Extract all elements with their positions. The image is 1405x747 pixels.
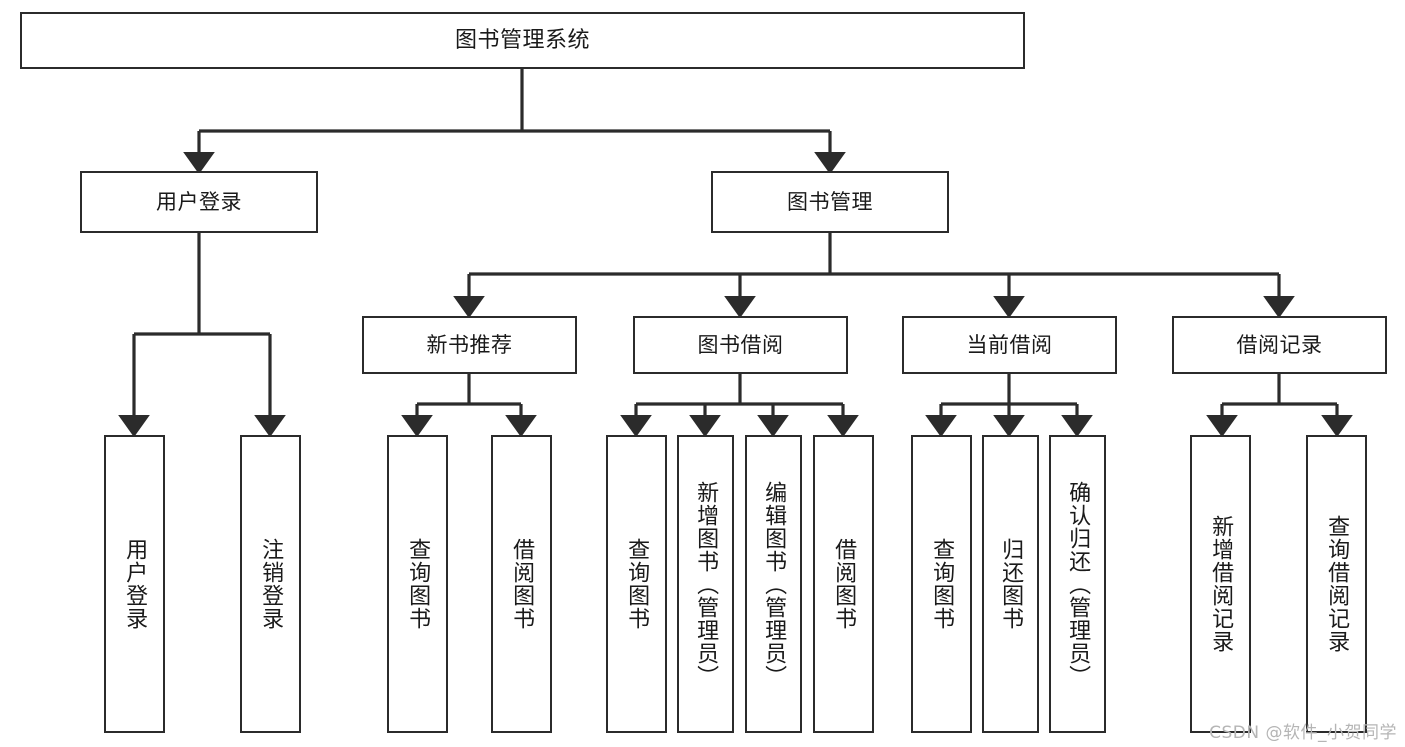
- node-leaf-edit-book-admin-label: 编辑图书（管理员）: [761, 480, 787, 688]
- node-leaf-return-book-label: 归还图书: [998, 538, 1024, 630]
- node-leaf-query-borrow-record-label: 查询借阅记录: [1324, 515, 1350, 653]
- node-leaf-add-book-admin-label: 新增图书（管理员）: [693, 480, 719, 688]
- node-leaf-user-login-label: 用户登录: [122, 538, 148, 630]
- node-book-borrowing[interactable]: 图书借阅: [633, 316, 848, 374]
- csdn-watermark: CSDN @软件_小贺同学: [1209, 723, 1397, 743]
- node-new-book-recommendation[interactable]: 新书推荐: [362, 316, 577, 374]
- node-leaf-user-login[interactable]: 用户登录: [104, 435, 165, 733]
- node-borrowing-record-label: 借阅记录: [1236, 332, 1323, 357]
- node-leaf-user-logout-label: 注销登录: [258, 538, 284, 630]
- node-book-management[interactable]: 图书管理: [711, 171, 949, 233]
- node-leaf-borrow-book-borrowing-label: 借阅图书: [831, 538, 857, 630]
- node-leaf-query-book-borrowing[interactable]: 查询图书: [606, 435, 667, 733]
- node-leaf-confirm-return-admin[interactable]: 确认归还（管理员）: [1049, 435, 1106, 733]
- node-root-label: 图书管理系统: [454, 27, 590, 53]
- node-leaf-user-logout[interactable]: 注销登录: [240, 435, 301, 733]
- node-leaf-return-book[interactable]: 归还图书: [982, 435, 1039, 733]
- node-current-borrowing[interactable]: 当前借阅: [902, 316, 1117, 374]
- node-leaf-query-book-current-label: 查询图书: [929, 538, 955, 630]
- node-leaf-query-book-current[interactable]: 查询图书: [911, 435, 972, 733]
- node-leaf-query-book-borrowing-label: 查询图书: [624, 538, 650, 630]
- node-current-borrowing-label: 当前借阅: [966, 332, 1053, 357]
- node-root-book-management-system[interactable]: 图书管理系统: [20, 12, 1025, 69]
- node-user-login[interactable]: 用户登录: [80, 171, 318, 233]
- node-new-book-recommendation-label: 新书推荐: [426, 332, 513, 357]
- node-leaf-query-book-recommendation-label: 查询图书: [405, 538, 431, 630]
- node-borrowing-record[interactable]: 借阅记录: [1172, 316, 1387, 374]
- node-book-borrowing-label: 图书借阅: [697, 332, 784, 357]
- node-leaf-borrow-book-recommendation[interactable]: 借阅图书: [491, 435, 552, 733]
- node-leaf-add-borrow-record[interactable]: 新增借阅记录: [1190, 435, 1251, 733]
- node-leaf-borrow-book-borrowing[interactable]: 借阅图书: [813, 435, 874, 733]
- node-leaf-borrow-book-recommendation-label: 借阅图书: [509, 538, 535, 630]
- node-leaf-query-borrow-record[interactable]: 查询借阅记录: [1306, 435, 1367, 733]
- node-leaf-confirm-return-admin-label: 确认归还（管理员）: [1065, 480, 1091, 688]
- node-leaf-query-book-recommendation[interactable]: 查询图书: [387, 435, 448, 733]
- node-user-login-label: 用户登录: [156, 189, 242, 214]
- node-book-management-label: 图书管理: [787, 189, 873, 214]
- node-leaf-add-book-admin[interactable]: 新增图书（管理员）: [677, 435, 734, 733]
- node-leaf-add-borrow-record-label: 新增借阅记录: [1208, 515, 1234, 653]
- node-leaf-edit-book-admin[interactable]: 编辑图书（管理员）: [745, 435, 802, 733]
